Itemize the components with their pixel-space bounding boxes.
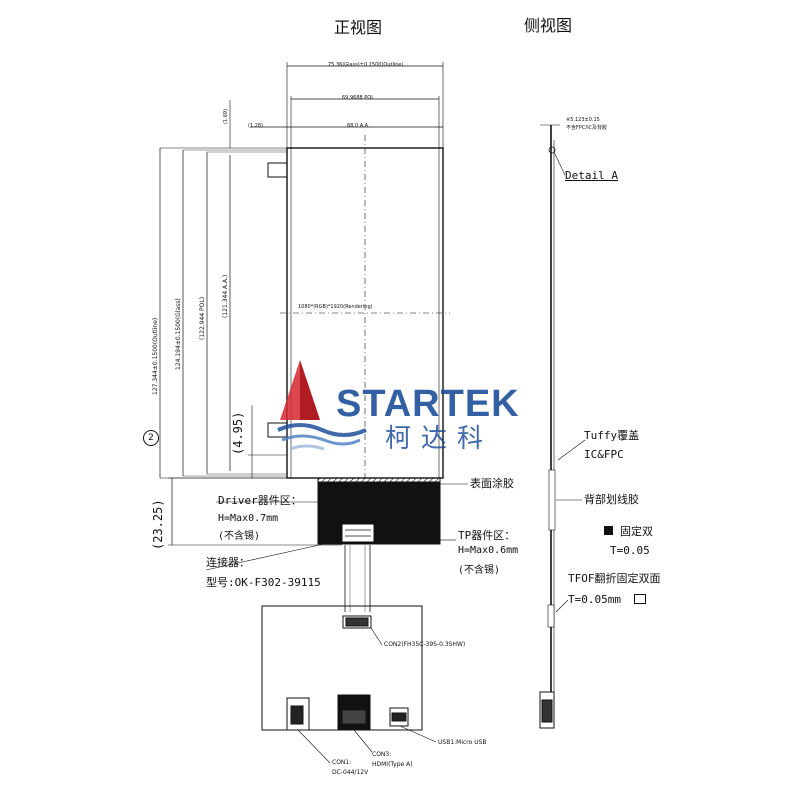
overall-width-dim: 75.36(Glass)±0.1500(Outline) <box>328 62 404 68</box>
tp-area-height: H=Max0.6mm <box>458 545 519 556</box>
watermark-cn: 柯达科 <box>385 424 494 454</box>
fix-double-marker-icon <box>604 526 613 535</box>
driver-area-title: Driver器件区： <box>218 494 302 507</box>
detail-a-label: Detail A <box>565 169 618 182</box>
tp-area-title: TP器件区： <box>458 529 516 542</box>
tp-area-note: (不含锡) <box>458 565 501 576</box>
offset-top-dim: (1.69) <box>223 108 229 124</box>
surface-glue-label: 表面涂胶 <box>470 477 514 490</box>
con1-label-a: CON1: <box>332 759 352 766</box>
pol-height-dim: (122.944 POL) <box>199 296 206 340</box>
con3-label-b: HDMI(Type A) <box>372 761 413 768</box>
resolution-label: 1080*(RGB)*1920(Rendering) <box>298 304 373 310</box>
watermark-brand: STARTEK <box>336 383 520 425</box>
glass-height-dim: 124.194±0.1500(Glass) <box>175 298 182 370</box>
driver-area-note: (不含锡) <box>218 531 261 542</box>
front-view <box>159 62 468 612</box>
aa-width-dim: 68.0 A.A. <box>347 123 370 129</box>
dim-23-25: (23.25) <box>151 499 165 550</box>
side-top-note-a: ※5.123±0.15 <box>566 117 600 123</box>
side-view <box>539 124 586 729</box>
connector-model: 型号:OK-F302-39115 <box>206 576 321 589</box>
dim-4-95: (4.95) <box>231 411 245 455</box>
startek-logo <box>277 360 367 451</box>
aa-height-dim: (121.344 A.A.) <box>222 274 229 318</box>
detail-a-marker <box>548 146 556 154</box>
circle-mark: 2 <box>143 430 159 446</box>
driver-area-height: H=Max0.7mm <box>218 513 279 524</box>
side-view-title: 侧视图 <box>524 16 573 35</box>
offset-left-dim: (1.28) <box>248 123 264 129</box>
panel-tab-bottom <box>267 422 288 438</box>
front-view-title: 正视图 <box>334 18 383 37</box>
tfof-marker-icon <box>634 594 646 604</box>
panel-tab-top <box>267 162 288 178</box>
back-glue-label: 背部划线胶 <box>584 493 639 506</box>
control-board <box>261 605 437 764</box>
side-top-note-b: 不含FPC/IC及背胶 <box>566 125 608 131</box>
pol-width-dim: 69.9688 POL <box>342 95 375 101</box>
con3-label-a: CON3: <box>372 751 392 758</box>
con2-label: CON2(FH35C-39S-0.3SHW) <box>384 641 466 648</box>
fix-double-label: 固定双 <box>620 525 653 538</box>
tfof-label: TFOF翻折固定双面 <box>568 572 661 585</box>
usb-label: USB1:Micro USB <box>438 739 487 746</box>
tuffy-label: Tuffy覆盖 <box>584 429 640 442</box>
ic-fpc-label: IC&FPC <box>584 448 624 461</box>
overall-height-dim: 127.344±0.1500(Outline) <box>152 317 159 395</box>
connector-title: 连接器： <box>206 556 250 569</box>
connector-block <box>341 523 375 543</box>
tfof-thickness: T=0.05mm <box>568 593 621 606</box>
con1-label-b: DC-044/12V <box>332 769 369 776</box>
fix-double-thickness: T=0.05 <box>610 544 650 557</box>
